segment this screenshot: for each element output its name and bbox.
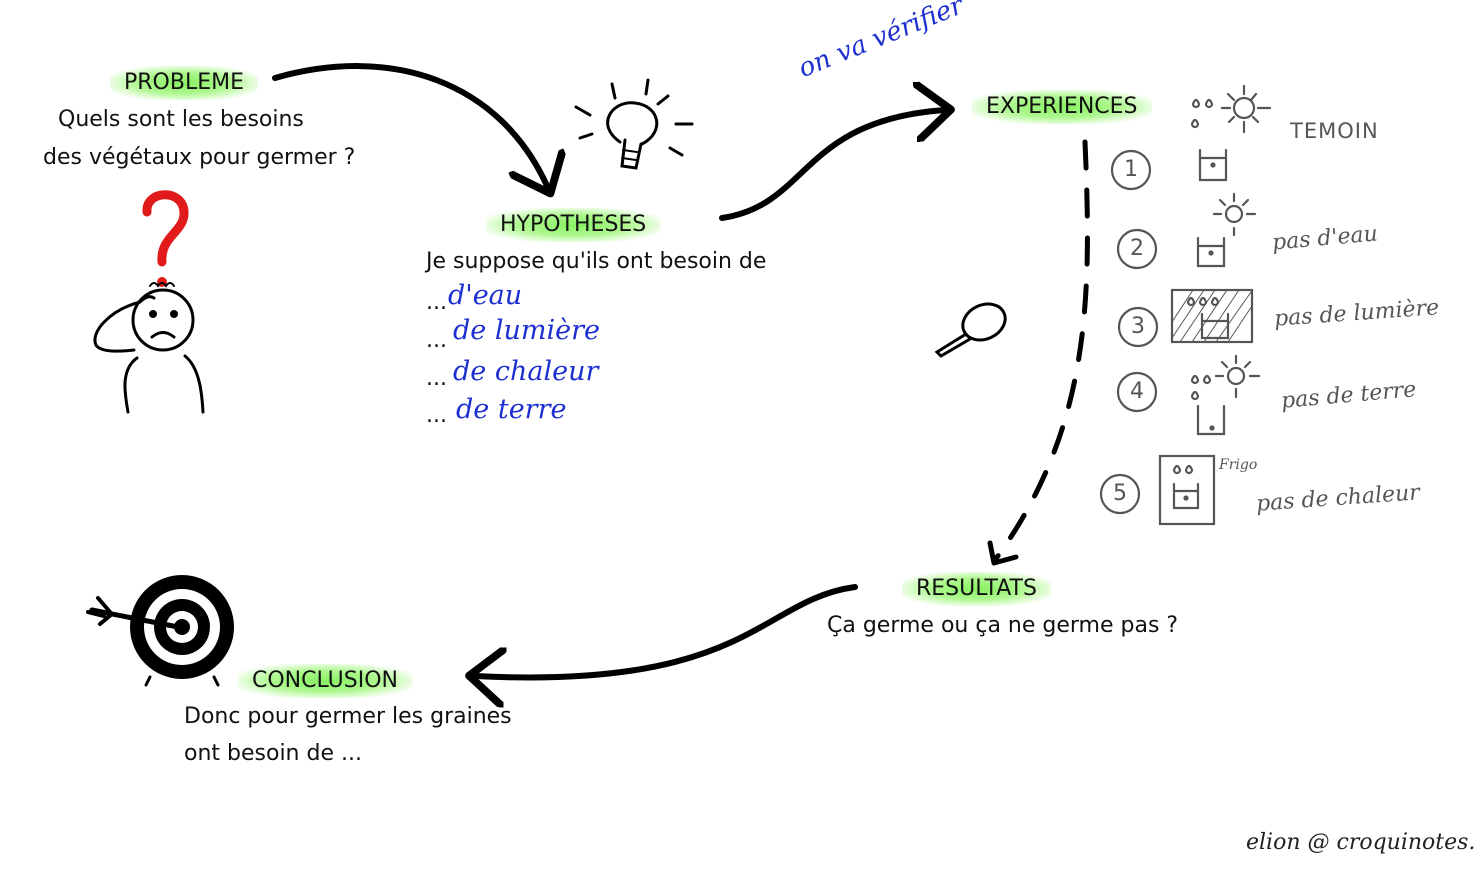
dark-box xyxy=(1170,288,1254,344)
number-circle-5 xyxy=(1099,473,1141,515)
hypothesis-dots-3: ... xyxy=(426,366,447,391)
resultats-line: Ça germe ou ça ne germe pas ? xyxy=(827,613,1179,638)
experiment-number-3: 3 xyxy=(1131,314,1145,339)
fridge-icon xyxy=(1158,454,1216,526)
water-drops-icon xyxy=(1190,98,1214,129)
experiment-tag-fridge: Frigo xyxy=(1219,457,1258,473)
pot-icon xyxy=(1198,148,1228,182)
conclusion-heading: CONCLUSION xyxy=(238,664,412,698)
number-circle-1 xyxy=(1110,149,1152,191)
hypotheses-heading: HYPOTHESES xyxy=(486,208,661,242)
magnifying-glass-icon xyxy=(934,302,1007,358)
hypothesis-dots-1: ... xyxy=(426,290,447,315)
arrow-hypotheses-to-experiences xyxy=(719,110,945,221)
author-signature: elion @ croquinotes.fr xyxy=(1246,830,1474,855)
sun-icon xyxy=(1220,84,1272,134)
arrow-experiences-to-resultats xyxy=(992,139,1090,563)
arrow-resultats-to-conclusion xyxy=(475,584,858,677)
experiment-temoin-label: TEMOIN xyxy=(1290,119,1379,143)
probleme-line-1: Quels sont les besoins xyxy=(58,107,304,132)
experiences-heading: EXPERIENCES xyxy=(972,90,1152,124)
hypothesis-item-light: de lumière xyxy=(453,315,600,346)
conclusion-line-2: ont besoin de ... xyxy=(184,741,362,766)
experiments-doodles xyxy=(1099,84,1272,526)
question-mark-icon xyxy=(142,190,189,287)
target-icon xyxy=(86,575,234,687)
hypothesis-dots-2: ... xyxy=(426,328,447,353)
number-circle-4 xyxy=(1116,371,1158,413)
arrow-probleme-to-hypotheses xyxy=(272,63,548,188)
sun-icon xyxy=(1214,354,1261,399)
number-circle-2 xyxy=(1116,228,1158,270)
number-circle-3 xyxy=(1117,306,1159,348)
experiment-number-2: 2 xyxy=(1130,236,1144,261)
sun-icon xyxy=(1212,192,1257,237)
hypothesis-item-water: d'eau xyxy=(448,280,523,311)
resultats-heading: RESULTATS xyxy=(902,572,1051,606)
hypotheses-intro: Je suppose qu'ils ont besoin de xyxy=(426,249,767,274)
thinking-person-icon xyxy=(93,282,205,414)
hypothesis-item-soil: de terre xyxy=(456,394,567,425)
experiment-number-1: 1 xyxy=(1124,157,1138,182)
probleme-heading: PROBLEME xyxy=(110,66,259,100)
hypothesis-item-heat: de chaleur xyxy=(453,356,599,387)
hypothesis-dots-4: ... xyxy=(426,403,447,428)
experiment-number-5: 5 xyxy=(1113,481,1127,506)
experiment-number-4: 4 xyxy=(1130,379,1144,404)
probleme-line-2: des végétaux pour germer ? xyxy=(43,145,356,170)
conclusion-line-1: Donc pour germer les graines xyxy=(184,704,512,729)
pot-icon xyxy=(1196,236,1226,268)
light-bulb-icon xyxy=(574,78,694,170)
arrow-experiences-to-resultats-head xyxy=(987,540,1019,566)
